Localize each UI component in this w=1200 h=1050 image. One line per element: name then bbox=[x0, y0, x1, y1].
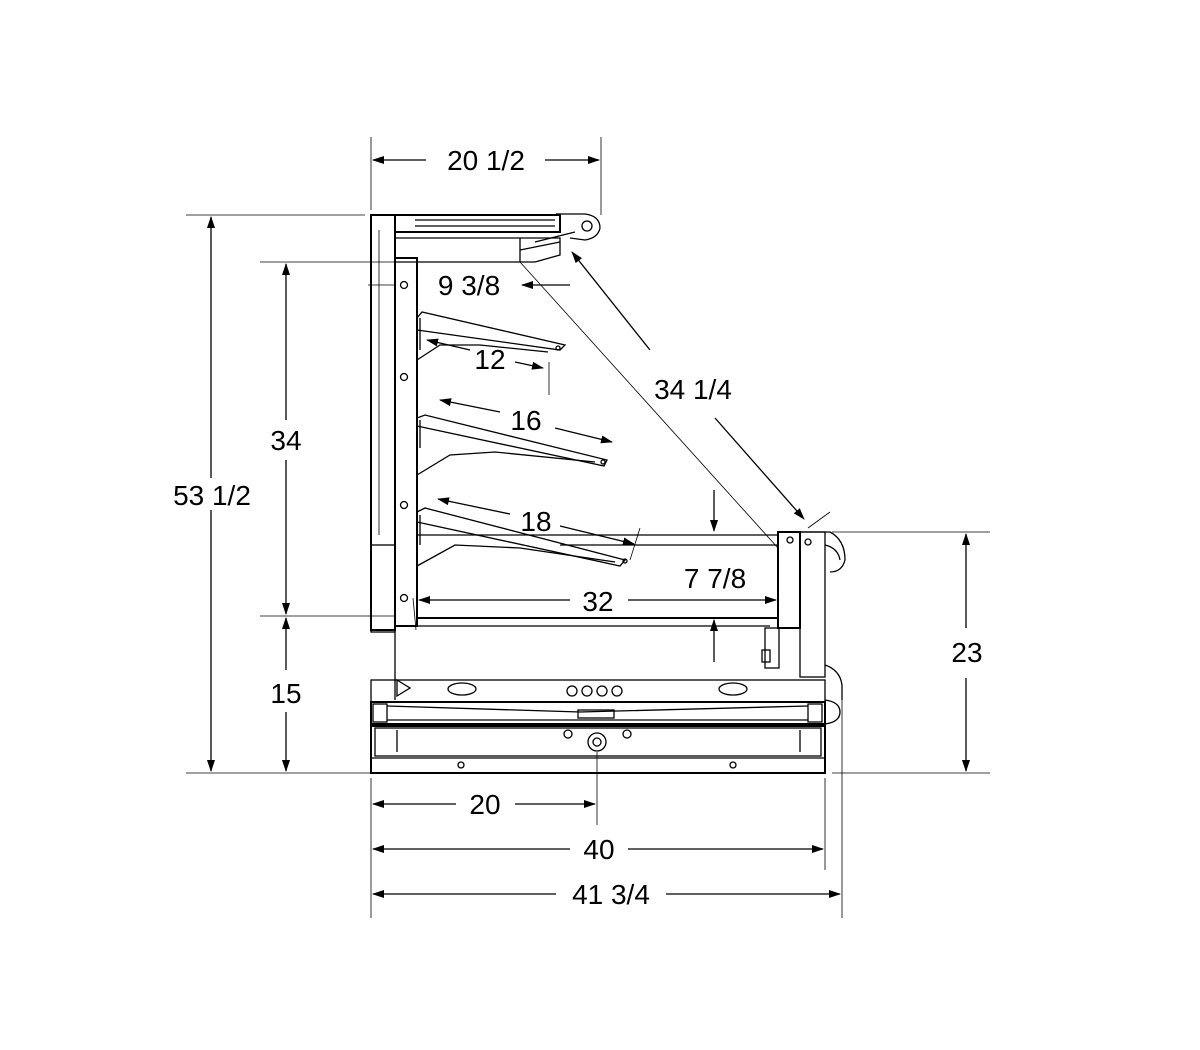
dim-deck-depth: 32 bbox=[582, 586, 613, 617]
shelf-upper bbox=[416, 311, 567, 361]
dim-overall-depth: 41 3/4 bbox=[572, 879, 650, 910]
dim-shelf-offset: 9 3/8 bbox=[438, 270, 500, 301]
extension-lines bbox=[186, 137, 990, 918]
dim-diagonal: 34 1/4 bbox=[654, 374, 732, 405]
dim-base-height: 15 bbox=[270, 678, 301, 709]
dim-center-depth: 20 bbox=[469, 789, 500, 820]
case-outline bbox=[370, 213, 846, 774]
dim-front-height: 23 bbox=[951, 637, 982, 668]
dim-shelf-2: 16 bbox=[510, 405, 541, 436]
dim-display-height: 34 bbox=[270, 425, 301, 456]
dim-body-depth: 40 bbox=[583, 834, 614, 865]
shelf-middle bbox=[416, 414, 608, 476]
dim-shelf-3: 18 bbox=[520, 506, 551, 537]
dim-top-width: 20 1/2 bbox=[447, 145, 525, 176]
dim-overall-height: 53 1/2 bbox=[173, 480, 251, 511]
dim-front-drop: 7 7/8 bbox=[684, 563, 746, 594]
dim-shelf-1: 12 bbox=[474, 344, 505, 375]
shelf-lower bbox=[416, 507, 628, 567]
dimension-lines bbox=[207, 156, 970, 898]
